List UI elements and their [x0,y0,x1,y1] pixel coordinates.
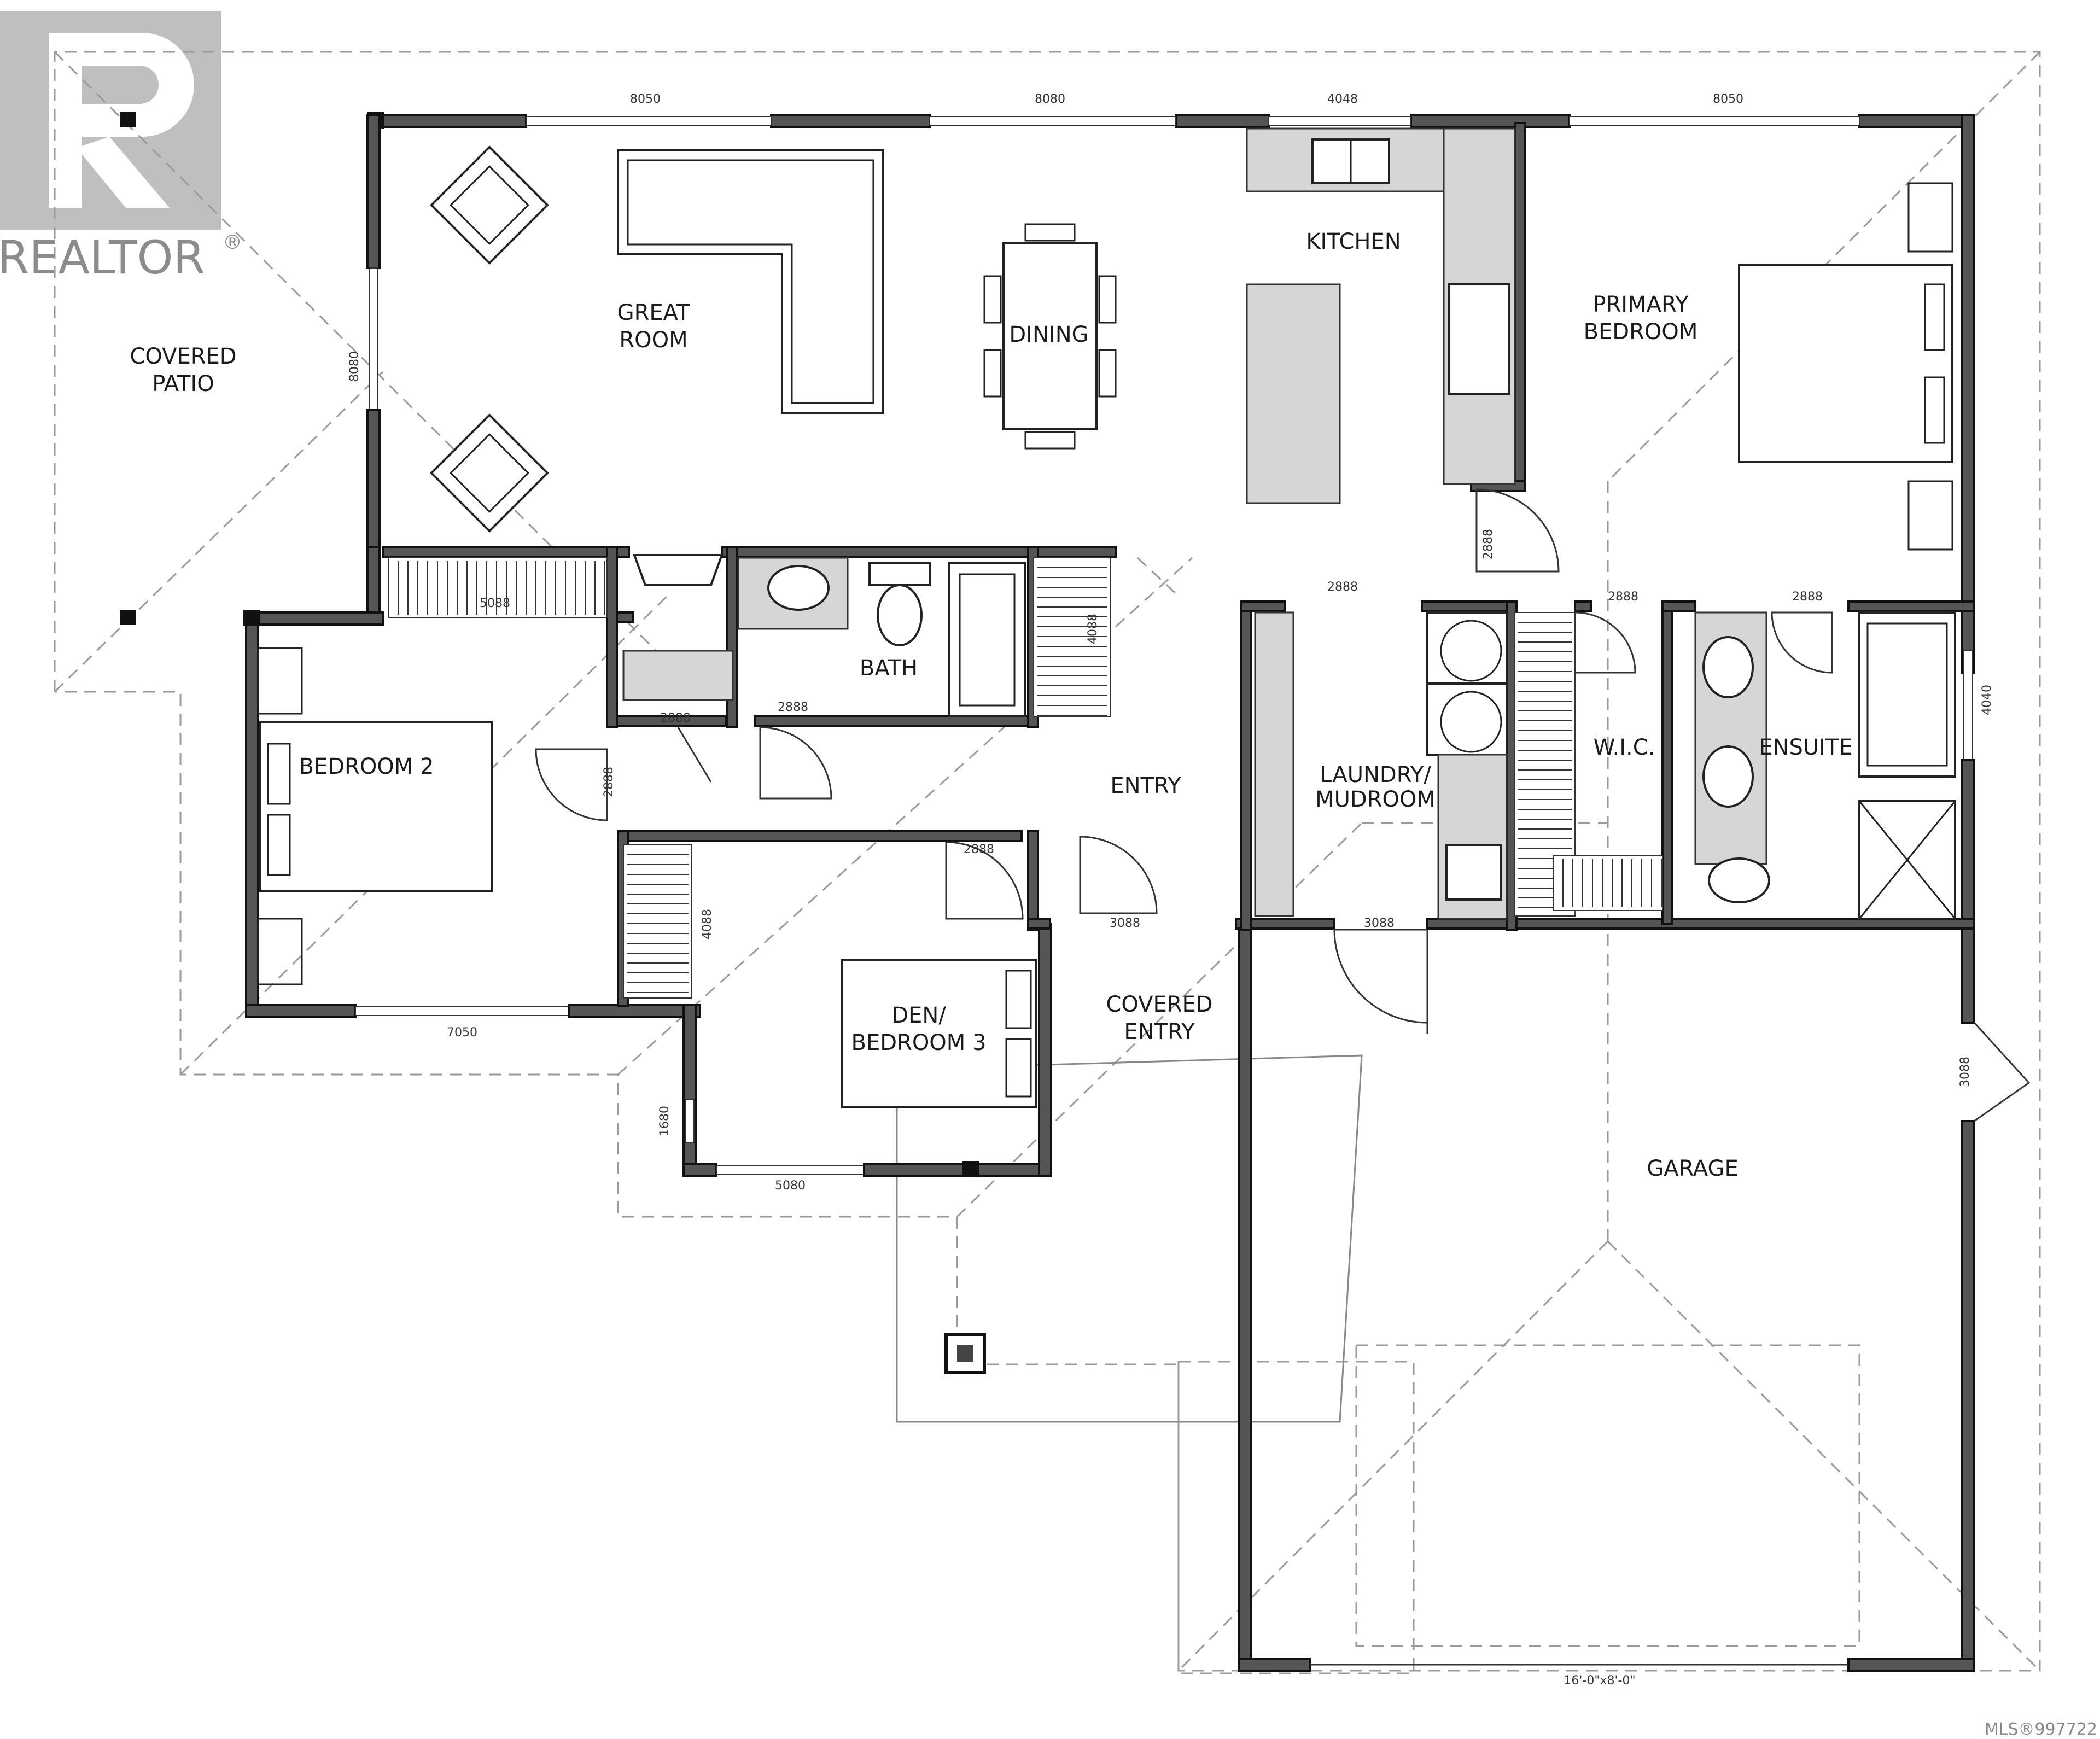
kitchen-counters [1246,127,1516,504]
dimension-label: 16'-0"x8'-0" [1564,1674,1635,1688]
dimension-label: 5088 [480,597,510,610]
mls-watermark: MLS®997722 [1985,1720,2097,1739]
armchair-icon [430,413,549,533]
room-label: ENTRY [1110,773,1181,798]
dimension-label: 4048 [1327,92,1358,106]
bed-icon [1738,182,1953,551]
bath-fixtures [622,554,1026,717]
dining-table [983,223,1117,450]
room-label: ROOM [619,328,687,353]
room-label: DEN/ [891,1003,946,1028]
bed-icon [841,959,1037,1108]
realtor-logo: REALTOR ® [0,11,242,284]
dimension-label: 1680 [658,1106,672,1136]
dimension-label: 2888 [778,701,808,714]
room-label: BEDROOM 3 [851,1030,987,1055]
post-icon [944,1333,986,1374]
laundry-fixtures [1254,611,1508,920]
dimension-label: 8080 [1035,92,1065,106]
dimension-label: 2888 [964,843,994,856]
dimension-label: 2888 [602,767,616,797]
room-label: MUDROOM [1315,787,1436,812]
armchair-icon [430,145,549,265]
dimension-label: 8080 [348,351,361,382]
sofa [617,149,884,414]
room-label: COVERED [1106,992,1212,1017]
bed-icon [257,647,493,985]
dimension-label: 4040 [1980,685,1994,715]
dimension-labels: 8050 8080 4048 8050 8080 5088 2888 2888 … [348,92,1994,1688]
dimension-label: 2888 [1792,590,1823,604]
room-label: PRIMARY [1592,292,1689,317]
closet [388,557,1663,999]
room-label: KITCHEN [1306,229,1401,254]
dimension-label: 2888 [1481,529,1495,559]
room-label: ENSUITE [1759,735,1852,760]
room-label: COVERED [130,344,236,369]
post-icon [120,112,136,127]
room-label: PATIO [152,371,214,396]
dimension-label: 8050 [630,92,661,106]
dimension-label: 5080 [775,1179,806,1193]
dimension-label: 2888 [660,711,691,725]
room-label: W.I.C. [1594,735,1655,760]
doors [535,488,2031,1122]
dimension-label: 4088 [1086,614,1100,644]
dimension-label: 3088 [1364,917,1395,930]
dimension-label: 7050 [447,1026,477,1040]
room-label: BATH [860,656,918,681]
dimension-label: 3088 [1110,917,1140,930]
dimension-label: 3088 [1958,1057,1972,1087]
room-label: LAUNDRY/ [1320,762,1431,787]
post-icon [120,610,136,625]
room-labels: COVERED PATIO GREAT ROOM DINING KITCHEN … [130,229,1852,1181]
ensuite-fixtures [1694,611,1956,920]
dimension-label: 4088 [701,909,714,939]
room-label: GREAT [617,300,690,325]
room-label: ENTRY [1124,1019,1195,1044]
dimension-label: 2888 [1608,590,1638,604]
exterior-walls [243,112,1975,1672]
realtor-logo-text: REALTOR [0,231,205,284]
room-label: GARAGE [1647,1156,1738,1181]
dimension-label: 8050 [1713,92,1743,106]
room-label: BEDROOM [1584,319,1698,345]
room-label: BEDROOM 2 [299,754,434,779]
room-label: DINING [1009,322,1088,347]
dimension-label: 2888 [1327,580,1358,594]
